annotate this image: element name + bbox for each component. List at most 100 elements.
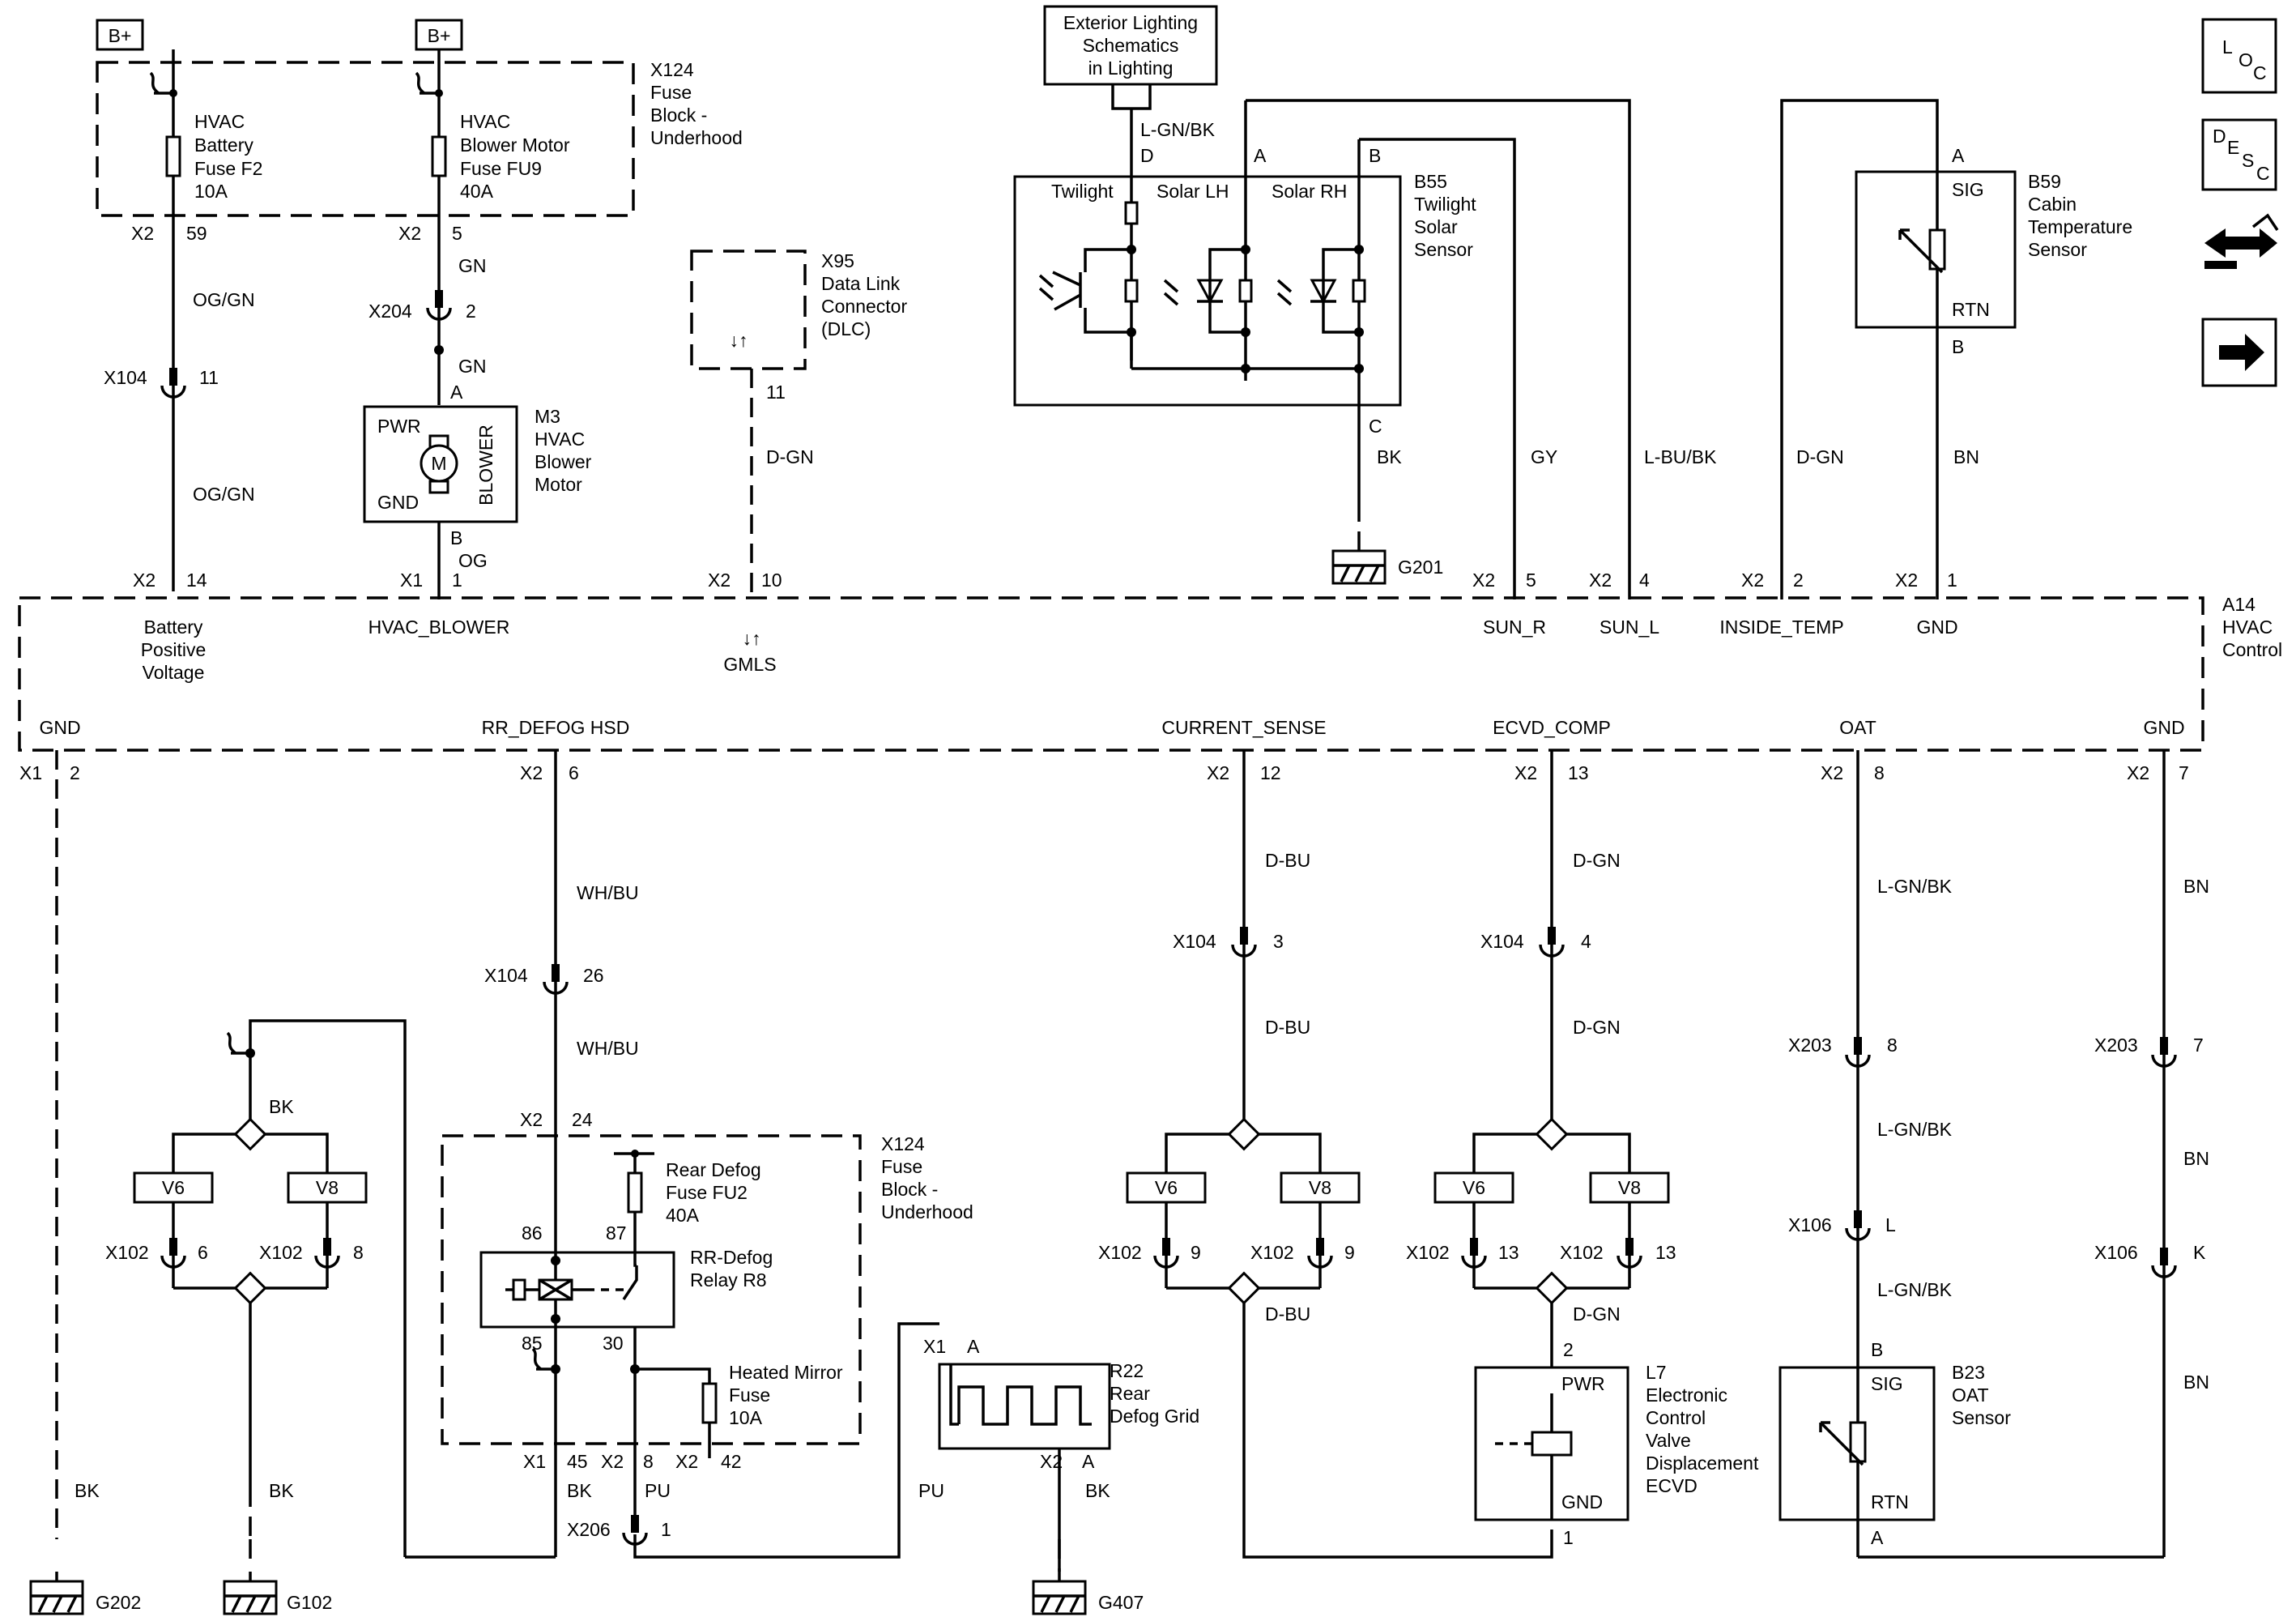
a14-label-2: Control <box>2222 639 2282 660</box>
conn-label: X102 <box>1406 1242 1450 1263</box>
pin-label: 13 <box>1655 1242 1676 1263</box>
fuse-f2-label-3: Fuse F2 <box>194 158 262 179</box>
relay-label-2: Relay R8 <box>690 1269 767 1291</box>
r22-pin-a: A <box>1082 1451 1095 1472</box>
v6-label: V6 <box>1155 1177 1178 1198</box>
wire-color-label: L-GN/BK <box>1877 876 1953 897</box>
ground-label: G201 <box>1398 557 1443 578</box>
pin-label: 4 <box>1581 931 1591 952</box>
wire-color-label: OG/GN <box>193 484 255 505</box>
wrench-arrow-icon[interactable] <box>2204 213 2279 269</box>
mirror-label-1: Heated Mirror <box>729 1362 843 1383</box>
pin-label: 2 <box>466 301 476 322</box>
wire-color-label: D-GN <box>1796 446 1844 467</box>
relay-fuse-label-1: Rear Defog <box>666 1159 761 1180</box>
b23-id: B23 <box>1952 1362 1985 1383</box>
b59-label-2: Temperature <box>2028 216 2132 237</box>
a14-battery-2: Positive <box>141 639 207 660</box>
conn-label: X2 <box>131 223 154 244</box>
x95-label-2: Connector <box>821 296 907 317</box>
bplus-label-1: B+ <box>109 25 132 46</box>
heated-mirror-fuse <box>701 1382 718 1424</box>
b55-pin-a: A <box>1254 145 1267 166</box>
pin-label: 26 <box>583 965 604 986</box>
description-view-button[interactable]: D E S C <box>2201 118 2277 191</box>
b55-id: B55 <box>1414 171 1447 192</box>
a14-hvac-blower: HVAC_BLOWER <box>368 617 510 638</box>
wire-color-label: WH/BU <box>577 882 639 903</box>
wire-color-label: D-GN <box>766 446 814 467</box>
pin-label: 14 <box>186 570 207 591</box>
b23-pin-a: A <box>1871 1527 1884 1548</box>
r22-pin-a: A <box>967 1336 980 1357</box>
fuse-f2-label-1: HVAC <box>194 111 245 132</box>
pin-label: L <box>1885 1214 1896 1235</box>
next-page-button[interactable] <box>2201 318 2277 387</box>
a14-ecvd-comp: ECVD_COMP <box>1493 717 1611 738</box>
conn-label: X203 <box>1788 1035 1832 1056</box>
wire-color-label: BK <box>1377 446 1402 467</box>
splice-diamond <box>1536 1118 1568 1150</box>
pin-label: 6 <box>198 1242 208 1263</box>
location-view-button[interactable]: L O C <box>2201 18 2277 94</box>
conn-label: X2 <box>1472 570 1495 591</box>
conn-label: X2 <box>1514 762 1537 783</box>
conn-label: X2 <box>601 1451 624 1472</box>
m3-label-1: HVAC <box>535 429 585 450</box>
conn-label: X2 <box>1040 1451 1063 1472</box>
pin-label: 1 <box>1947 570 1957 591</box>
a14-gmls: GMLS <box>723 654 776 675</box>
m3-pwr: PWR <box>377 416 421 437</box>
b23-sig: SIG <box>1871 1373 1903 1394</box>
motor-m: M <box>431 453 446 474</box>
conn-label: X102 <box>105 1242 149 1263</box>
wire-color-label: GY <box>1531 446 1557 467</box>
b59-rtn: RTN <box>1952 299 1990 320</box>
l7-label-2: Control <box>1646 1407 1706 1428</box>
pin-label: 1 <box>452 570 462 591</box>
b59-sig: SIG <box>1952 179 1984 200</box>
bidirectional-arrows-icon: ↓↑ <box>743 628 761 649</box>
b23-pin-b: B <box>1871 1339 1883 1360</box>
bplus-label-box-1 <box>96 19 144 51</box>
right-arrow-icon <box>2219 334 2264 371</box>
conn-label: X204 <box>368 301 412 322</box>
exterior-lighting-ref[interactable] <box>1043 5 1218 86</box>
relay-fuse-label-3: 40A <box>666 1205 700 1226</box>
m3-blower-label: BLOWER <box>475 425 496 506</box>
m3-blower-motor <box>363 405 518 523</box>
wire-color-label: L-GN/BK <box>1877 1279 1953 1300</box>
splice-diamond <box>1228 1118 1260 1150</box>
a14-battery-3: Voltage <box>143 662 205 683</box>
pin-label: 13 <box>1498 1242 1519 1263</box>
desc-letter: S <box>2242 150 2254 171</box>
relay-pin-label: 86 <box>522 1222 543 1244</box>
m3-gnd: GND <box>377 492 419 513</box>
conn-label: X106 <box>1788 1214 1832 1235</box>
wire-color-label: BK <box>567 1480 592 1501</box>
m3-id: M3 <box>535 406 560 427</box>
pin-label: 11 <box>766 382 786 403</box>
a14-label-1: HVAC <box>2222 617 2273 638</box>
r22-label-2: Defog Grid <box>1110 1406 1199 1427</box>
relay-label-1: RR-Defog <box>690 1247 773 1268</box>
pin-label: 1 <box>661 1519 671 1540</box>
pin-label: 8 <box>1874 762 1885 783</box>
conn-label: X206 <box>567 1519 611 1540</box>
conn-label: X2 <box>1741 570 1764 591</box>
fuse-fu9-label-3: Fuse FU9 <box>460 158 542 179</box>
fuse-f2-label-4: 10A <box>194 181 228 202</box>
pin-label: 9 <box>1344 1242 1355 1263</box>
ext-light-label-3: in Lighting <box>1088 58 1174 79</box>
a14-inside-temp: INSIDE_TEMP <box>1719 617 1843 638</box>
a14-sun-r: SUN_R <box>1483 617 1546 638</box>
wire-color-label: BK <box>269 1096 294 1117</box>
pin-label: K <box>2193 1242 2206 1263</box>
conn-label: X2 <box>520 762 543 783</box>
b23-label-2: Sensor <box>1952 1407 2011 1428</box>
pin-label: 1 <box>1563 1527 1574 1548</box>
pin-label: 4 <box>1639 570 1650 591</box>
pin-label: 8 <box>1887 1035 1898 1056</box>
desc-letter: C <box>2256 163 2270 184</box>
conn-label: X1 <box>923 1336 946 1357</box>
